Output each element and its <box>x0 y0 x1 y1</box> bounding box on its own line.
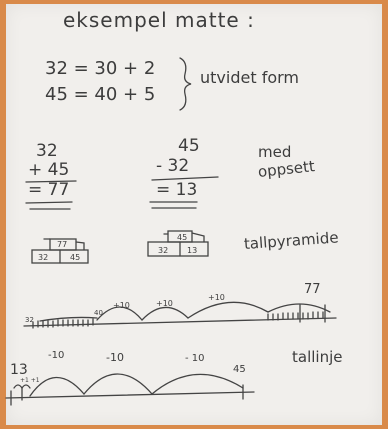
pyramid-left-bottom-right: 45 <box>70 253 81 262</box>
addition-result: = 77 <box>28 180 70 200</box>
expanded-line-2: 45 = 40 + 5 <box>45 84 156 105</box>
subtraction-result: = 13 <box>156 180 198 200</box>
curly-brace <box>179 57 192 111</box>
addition-second: + 45 <box>28 160 70 180</box>
pyramid-right <box>147 230 209 257</box>
pyramid-right-bottom-left: 32 <box>158 246 169 255</box>
numberline2 <box>5 373 255 406</box>
addition-top: 32 <box>36 141 58 161</box>
numberline2-label: tallinje <box>292 348 343 366</box>
expanded-form-label: utvidet form <box>200 68 299 87</box>
pyramid-right-top: 45 <box>177 233 188 242</box>
numberline1-end: 77 <box>304 282 321 297</box>
pyramid-left-top: 77 <box>57 240 68 249</box>
addition-line <box>25 180 77 183</box>
numberline1-jump-2: +10 <box>156 299 173 308</box>
pyramid-left <box>31 238 89 264</box>
subtraction-line <box>151 176 219 181</box>
numberline2-end: 45 <box>233 364 246 375</box>
numberline1-mark: 40 <box>94 309 103 317</box>
numberline2-jump-1: -10 <box>48 350 65 361</box>
numberline2-jump-2: -10 <box>106 351 124 364</box>
numberline1-start: 32 <box>25 316 34 324</box>
subtraction-second: - 32 <box>156 156 190 176</box>
paper-sheet <box>6 4 382 425</box>
pyramid-right-bottom-right: 13 <box>187 246 198 255</box>
numberline1-jump-3: +10 <box>208 293 225 302</box>
addition-double-line-1 <box>25 201 73 204</box>
numberline1 <box>23 301 337 329</box>
page-title: eksempel matte : <box>63 8 255 32</box>
subtraction-top: 45 <box>178 136 200 156</box>
numberline2-jump-3: - 10 <box>185 353 205 364</box>
column-label-line1: med <box>258 143 292 161</box>
expanded-line-1: 32 = 30 + 2 <box>45 58 156 79</box>
numberline1-jump-1: +10 <box>113 301 130 310</box>
numberline2-start: 13 <box>10 362 28 378</box>
pyramid-left-bottom-left: 32 <box>38 253 49 262</box>
numberline2-small-jump: +1 +1 <box>20 377 40 384</box>
